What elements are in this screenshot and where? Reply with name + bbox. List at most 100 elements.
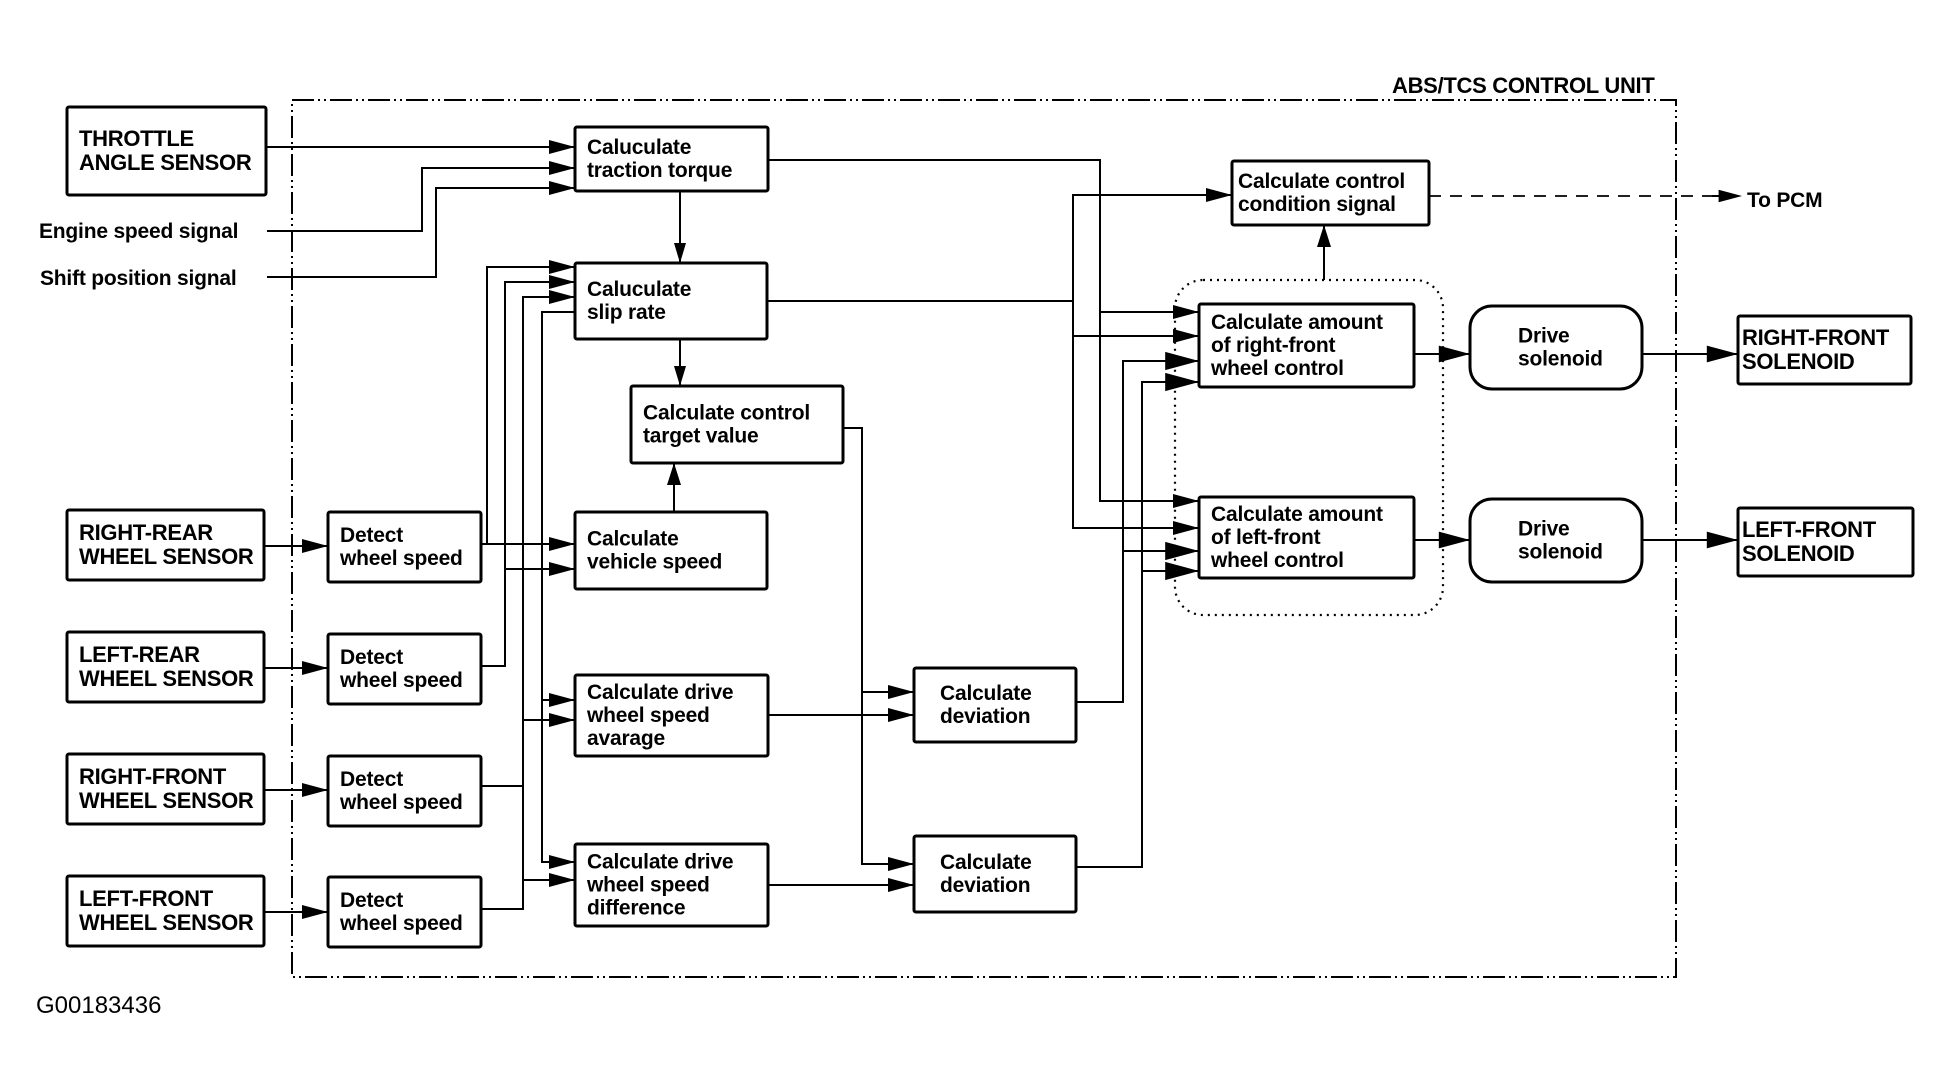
calculate-slip-rate-frame	[573, 261, 769, 341]
throttle-angle-sensor-label-line: ANGLE SENSOR	[79, 150, 252, 175]
arrowhead-icon	[1706, 345, 1738, 363]
engine-speed-signal-label: Engine speed signal	[39, 220, 238, 243]
figure-code: G00183436	[36, 992, 161, 1019]
detect-wheel-speed-left-rear-label-line: wheel speed	[339, 669, 463, 692]
detect-wheel-speed-right-front-label-line: wheel speed	[339, 791, 463, 814]
drive-solenoid-left-label-line: solenoid	[1518, 541, 1603, 564]
calculate-drive-wheel-speed-average-label-line: wheel speed	[586, 704, 710, 727]
wheel-sensor-left-rear-label-line: LEFT-REAR	[79, 642, 200, 667]
calculate-deviation-2-frame	[912, 834, 1078, 914]
drive-solenoid-right-label-line: Drive	[1518, 325, 1570, 348]
shift-position-signal-label: Shift position signal	[40, 267, 236, 290]
detect-wheel-speed-left-rear-label-line: Detect	[340, 646, 403, 669]
calculate-left-front-wheel-control-label-line: Calculate amount	[1211, 503, 1383, 526]
drive-solenoid-right-frame	[1468, 304, 1644, 391]
calculate-slip-rate-label-line: slip rate	[587, 301, 666, 324]
wheel-sensor-left-front-label-line: LEFT-FRONT	[79, 886, 214, 911]
calculate-control-condition-signal-label-line: Calculate control	[1238, 170, 1405, 193]
arrowhead-icon	[549, 275, 575, 289]
calculate-deviation-2-label-line: deviation	[940, 874, 1030, 897]
calculate-right-front-wheel-control-label-line: Calculate amount	[1211, 311, 1383, 334]
wheel-control-group	[1173, 278, 1445, 617]
calculate-right-front-wheel-control-label-line: of right-front	[1211, 334, 1336, 357]
calculate-drive-wheel-speed-average-label-line: avarage	[587, 727, 665, 750]
calculate-vehicle-speed-label-line: Calculate	[587, 528, 679, 551]
rr-speed-bus	[481, 266, 575, 545]
control-unit-boundary	[291, 99, 1677, 978]
arrowhead-icon	[302, 539, 328, 553]
arrowhead-icon	[549, 161, 575, 175]
calculate-control-condition-signal-frame	[1230, 159, 1431, 227]
calculate-drive-wheel-speed-difference-label-line: Calculate drive	[587, 851, 733, 874]
arrowhead-icon	[1718, 189, 1742, 203]
arrowhead-icon	[1438, 531, 1470, 549]
arrowhead-icon	[667, 463, 681, 485]
calculate-traction-torque-label-line: traction torque	[587, 159, 732, 182]
front-speed-bus	[481, 296, 575, 910]
wheel-sensor-right-front-label-line: WHEEL SENSOR	[79, 788, 254, 813]
wires	[264, 140, 1742, 919]
arrowhead-icon	[549, 181, 575, 195]
calculate-control-target-value-frame	[629, 384, 845, 465]
arrowhead-icon	[888, 857, 914, 871]
calculate-drive-wheel-speed-average-frame	[573, 673, 770, 758]
drive-solenoid-right-label-line: solenoid	[1518, 348, 1603, 371]
left-front-solenoid-label-line: LEFT-FRONT	[1742, 517, 1877, 542]
to-pcm-label: To PCM	[1747, 189, 1822, 212]
calculate-deviation-1-frame	[912, 666, 1078, 744]
calculate-left-front-wheel-control-frame	[1197, 495, 1416, 580]
arrowhead-icon	[549, 855, 575, 869]
calculate-drive-wheel-speed-difference-label-line: difference	[587, 897, 685, 920]
arrowhead-icon	[549, 260, 575, 274]
calculate-control-target-value-label-line: target value	[643, 425, 758, 448]
calculate-deviation-1-label-line: deviation	[940, 705, 1030, 728]
lr-speed-bus	[481, 281, 575, 667]
drive-solenoid-left-frame	[1468, 497, 1644, 584]
calculate-drive-wheel-speed-average-label-line: Calculate drive	[587, 681, 733, 704]
detect-wheel-speed-left-front-label-line: wheel speed	[339, 912, 463, 935]
arrowhead-icon	[549, 562, 575, 576]
traction-output-bus	[768, 159, 1199, 502]
wheel-sensor-left-rear-frame	[65, 630, 266, 704]
arrowhead-icon	[888, 708, 914, 722]
right-front-solenoid-frame	[1736, 314, 1913, 386]
wheel-sensor-right-front-frame	[65, 752, 266, 826]
arrowhead-icon	[1165, 561, 1199, 581]
arrowhead-icon	[1173, 305, 1199, 319]
wheel-sensor-right-rear-frame	[65, 508, 266, 582]
arrowhead-icon	[674, 243, 686, 263]
arrowhead-icon	[1438, 345, 1470, 363]
detect-wheel-speed-left-rear-frame	[326, 632, 483, 706]
arrowhead-icon	[302, 905, 328, 919]
right-front-solenoid-label-line: RIGHT-FRONT	[1742, 325, 1890, 350]
arrowhead-icon	[888, 878, 914, 892]
arrowhead-icon	[302, 783, 328, 797]
deviation1-output-bus	[1076, 360, 1199, 703]
calculate-control-condition-signal-label-line: condition signal	[1238, 193, 1396, 216]
arrowhead-icon	[1165, 541, 1199, 561]
slip-output-bus	[1072, 194, 1232, 529]
arrowhead-icon	[549, 693, 575, 707]
detect-wheel-speed-right-rear-label-line: Detect	[340, 524, 403, 547]
arrowhead-icon	[1165, 351, 1199, 371]
arrowhead-icon	[888, 685, 914, 699]
control-unit-title: ABS/TCS CONTROL UNIT	[1392, 73, 1655, 98]
arrowhead-icon	[302, 661, 328, 675]
calculate-left-front-wheel-control-label-line: wheel control	[1210, 549, 1344, 572]
deviation2-output-bus	[1076, 381, 1199, 868]
wheel-sensor-left-front-label-line: WHEEL SENSOR	[79, 910, 254, 935]
detect-wheel-speed-right-front-label-line: Detect	[340, 768, 403, 791]
